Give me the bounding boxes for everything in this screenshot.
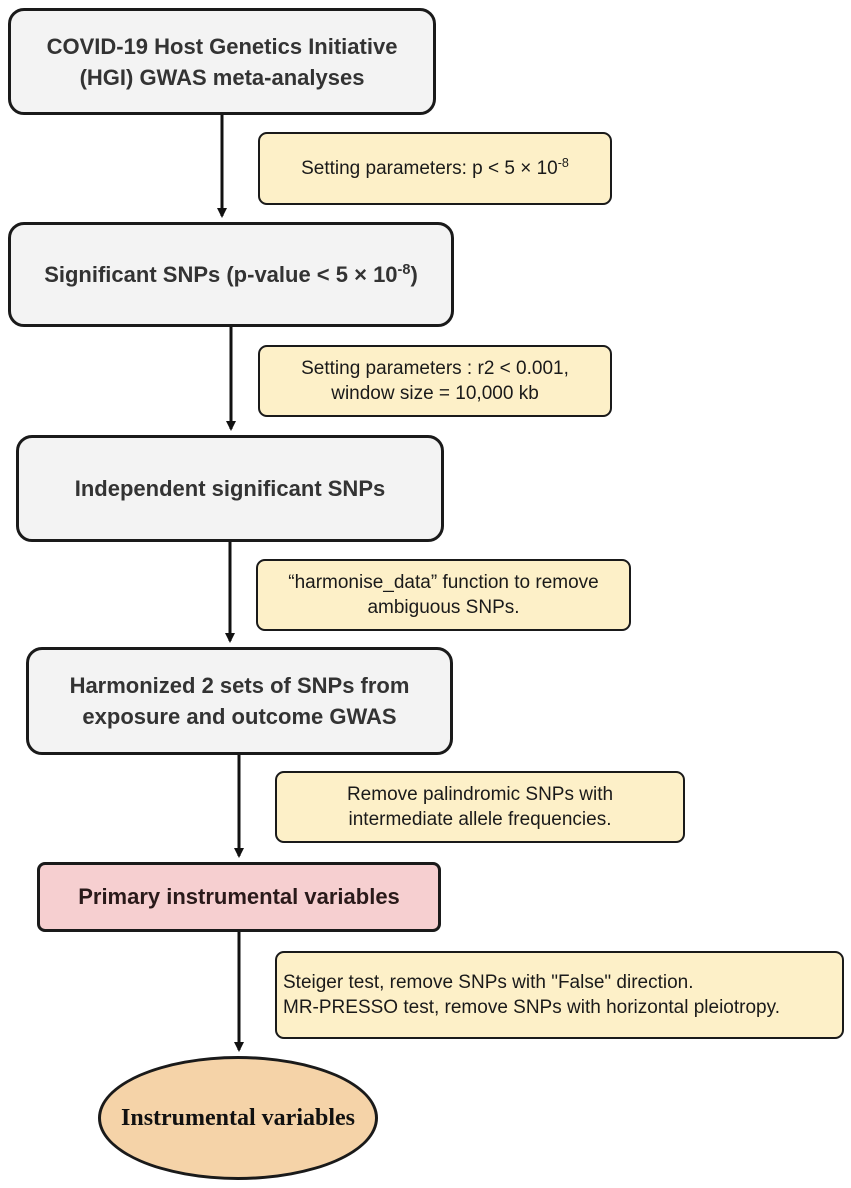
harmonise-data-note: “harmonise_data” function to remove ambi… (256, 559, 631, 631)
harmonized-snps-node: Harmonized 2 sets of SNPs from exposure … (26, 647, 453, 755)
palindromic-note-line2: intermediate allele frequencies. (348, 809, 612, 830)
significant-snps-prefix: Significant SNPs (p-value < 5 × 10 (44, 262, 398, 287)
final-iv-label: Instrumental variables (121, 1104, 355, 1131)
harmonized-snps-line1: Harmonized 2 sets of SNPs from (69, 673, 410, 698)
clumping-note-line1: Setting parameters : r2 < 0.001, (301, 358, 569, 379)
harmonise-note-line2: ambiguous SNPs. (367, 597, 520, 618)
independent-snps-label: Independent significant SNPs (74, 476, 386, 501)
pvalue-note-exponent: -8 (557, 156, 569, 171)
final-iv-node: Instrumental variables (98, 1056, 378, 1180)
hgi-gwas-line2: (HGI) GWAS meta-analyses (79, 64, 365, 90)
clumping-note-line2: window size = 10,000 kb (331, 383, 539, 404)
harmonise-note-line1: “harmonise_data” function to remove (288, 572, 599, 593)
pvalue-threshold-note: Setting parameters: p < 5 × 10-8 (258, 132, 612, 205)
primary-iv-node: Primary instrumental variables (37, 862, 441, 932)
significant-snps-exponent: -8 (397, 262, 411, 279)
palindromic-note: Remove palindromic SNPs with intermediat… (275, 771, 685, 843)
steiger-note-line1: Steiger test, remove SNPs with "False" d… (283, 972, 694, 993)
pvalue-note-prefix: Setting parameters: p < 5 × 10 (301, 158, 558, 179)
significant-snps-suffix: ) (410, 262, 418, 287)
steiger-mrpresso-note: Steiger test, remove SNPs with "False" d… (275, 951, 844, 1039)
steiger-note-line2: MR-PRESSO test, remove SNPs with horizon… (283, 997, 780, 1018)
significant-snps-node: Significant SNPs (p-value < 5 × 10-8) (8, 222, 454, 327)
primary-iv-label: Primary instrumental variables (78, 884, 400, 909)
hgi-gwas-line1: COVID-19 Host Genetics Initiative (46, 33, 398, 59)
hgi-gwas-node: COVID-19 Host Genetics Initiative (HGI) … (8, 8, 436, 115)
harmonized-snps-line2: exposure and outcome GWAS (82, 704, 397, 729)
palindromic-note-line1: Remove palindromic SNPs with (346, 784, 614, 805)
independent-snps-node: Independent significant SNPs (16, 435, 444, 542)
clumping-note: Setting parameters : r2 < 0.001, window … (258, 345, 612, 417)
